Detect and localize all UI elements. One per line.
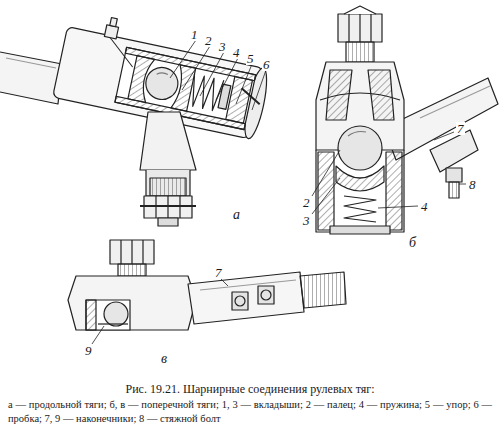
callout-number: 5 xyxy=(246,52,255,65)
callout-number: 7 xyxy=(214,266,223,279)
callout-number: 9 xyxy=(84,344,93,357)
callout-number: 6 xyxy=(262,58,271,71)
part-letter: а xyxy=(232,208,241,222)
joint-b xyxy=(312,6,498,234)
callout-number: 4 xyxy=(420,200,429,213)
callout-number: 4 xyxy=(232,46,241,59)
figure-title: Рис. 19.21. Шарнирные соединения рулевых… xyxy=(0,382,500,397)
callout-number: 3 xyxy=(218,40,227,53)
joint-a xyxy=(0,9,275,226)
figure-caption: а — продольной тяги; б, в — поперечной т… xyxy=(8,398,492,425)
joint-c xyxy=(68,240,346,344)
part-letter: б xyxy=(408,236,417,250)
callout-number: 3 xyxy=(302,214,311,227)
callout-number: 2 xyxy=(302,196,311,209)
callout-number: 7 xyxy=(456,122,465,135)
part-letter: в xyxy=(160,352,168,366)
callout-number: 8 xyxy=(468,178,477,191)
callout-number: 1 xyxy=(190,28,199,41)
callout-number: 2 xyxy=(204,34,213,47)
